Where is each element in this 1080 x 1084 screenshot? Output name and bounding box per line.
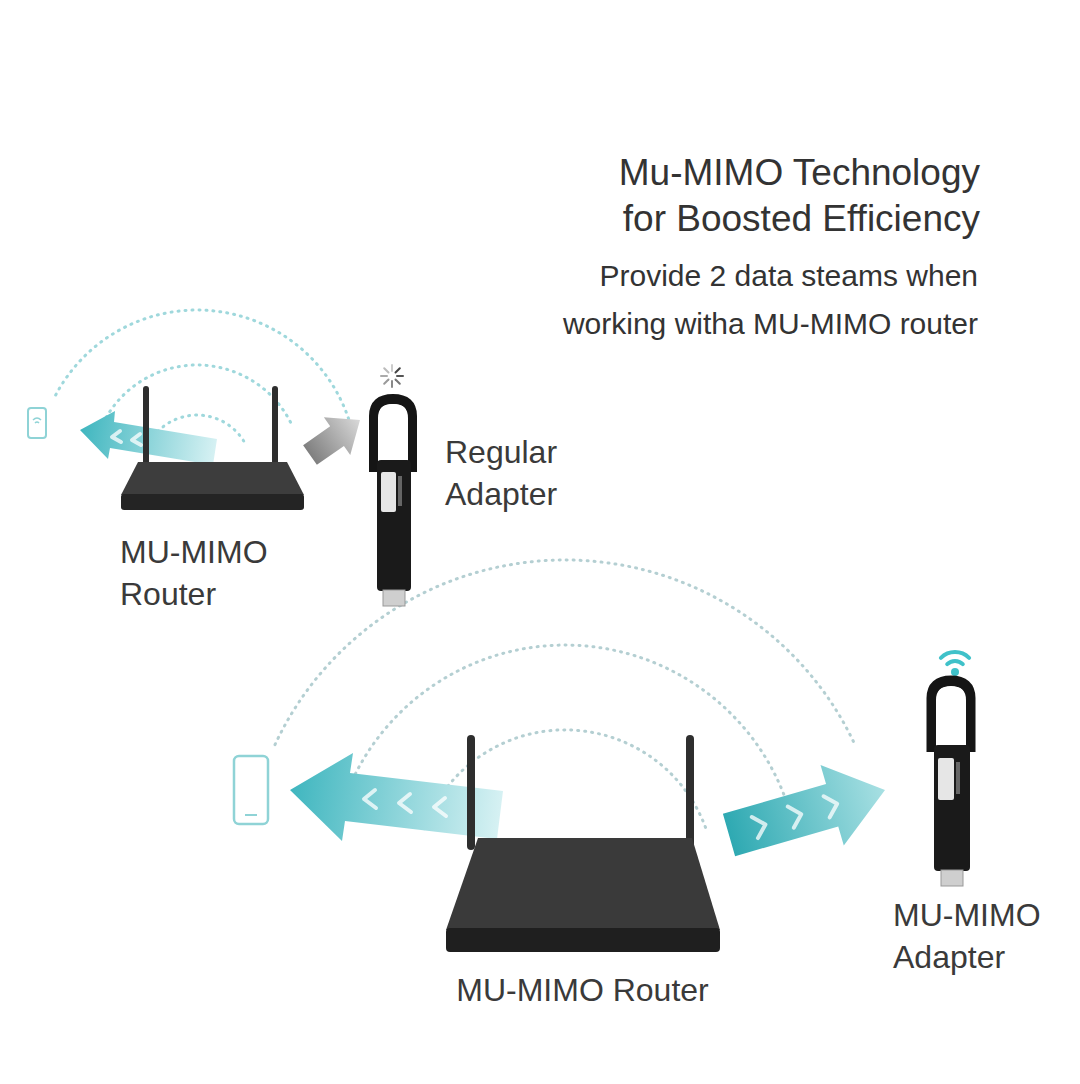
router-label: MU-MIMO Router <box>120 532 305 615</box>
chevron <box>112 431 121 442</box>
router-front <box>121 494 304 510</box>
phone-icon <box>234 756 268 824</box>
chevron <box>364 790 376 808</box>
router-antenna <box>143 386 149 470</box>
wifi-icon <box>941 652 969 664</box>
title: Mu-MIMO Technology for Boosted Efficienc… <box>588 150 980 242</box>
chevron <box>824 796 838 817</box>
signal-arc <box>56 310 350 421</box>
phone-icon <box>28 408 46 438</box>
adapter-sticker-stripe <box>398 476 402 506</box>
usb-plug <box>383 590 405 606</box>
phone-button <box>245 814 257 816</box>
router-node: MU-MIMO Router <box>440 730 729 1020</box>
adapter-node: MU-MIMO Adapter <box>885 640 1057 985</box>
chevron <box>399 794 411 812</box>
signal-arc <box>275 560 855 745</box>
usb-plug <box>941 870 963 886</box>
chevron <box>788 807 802 828</box>
signal-arrow-connector <box>723 765 885 856</box>
router-body <box>121 462 304 495</box>
spinner-tick <box>391 381 393 387</box>
chevron <box>752 817 766 838</box>
spinner-tick <box>391 365 393 371</box>
adapter-body <box>377 460 411 591</box>
signal-arc <box>106 365 292 426</box>
spinner-tick <box>384 368 388 372</box>
adapter-antenna-edge <box>937 687 965 752</box>
router-body <box>446 838 720 930</box>
spinner-tick <box>381 375 387 377</box>
adapter-label: MU-MIMO Adapter <box>893 895 1053 978</box>
adapter-node: Regular Adapter <box>360 390 577 605</box>
router-antenna <box>686 735 694 850</box>
router-label: MU-MIMO Router <box>440 970 725 1012</box>
loading-spinner <box>381 365 403 387</box>
adapter-sticker-stripe <box>956 762 960 794</box>
adapter-sticker <box>381 472 396 512</box>
title-block: Mu-MIMO Technology for Boosted Efficienc… <box>588 150 980 242</box>
wifi-dot <box>951 668 959 676</box>
spinner-tick <box>396 380 400 384</box>
subtitle-block: Provide 2 data steams when working witha… <box>538 252 978 348</box>
chevrons <box>112 431 446 816</box>
subtitle: Provide 2 data steams when working witha… <box>538 252 978 348</box>
signal-arc <box>344 645 786 800</box>
phone-wifi <box>33 418 41 423</box>
adapter-sticker <box>938 758 954 800</box>
adapter-label: Regular Adapter <box>445 432 573 515</box>
spinner-tick <box>397 375 403 377</box>
router-node: MU-MIMO Router <box>115 380 310 622</box>
router-antenna <box>272 386 278 470</box>
wifi-arc <box>947 661 963 664</box>
router-front <box>446 928 720 952</box>
signal-arrow-connector <box>303 417 360 465</box>
chevron <box>434 798 446 816</box>
adapter-antenna <box>932 681 970 752</box>
wifi-arc <box>941 652 969 658</box>
adapter-body <box>934 745 970 871</box>
router-antenna <box>467 735 475 850</box>
spinner-tick <box>396 368 400 372</box>
spinner-tick <box>384 380 388 384</box>
chevron <box>132 434 141 445</box>
